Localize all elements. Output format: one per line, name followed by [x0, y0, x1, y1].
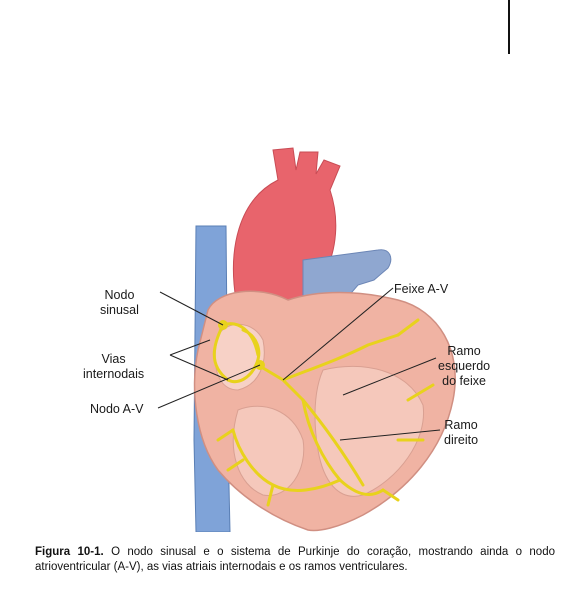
label-vias-internodais: Vias internodais [83, 352, 144, 382]
label-feixe-av: Feixe A-V [394, 282, 448, 297]
label-nodo-sinusal: Nodo sinusal [100, 288, 139, 318]
label-ramo-direito: Ramo direito [444, 418, 478, 448]
heart-figure: Nodo sinusal Vias internodais Nodo A-V F… [78, 140, 528, 532]
heart-illustration [78, 140, 528, 532]
caption-text: O nodo sinusal e o sistema de Purkinje d… [35, 546, 555, 573]
figure-number: Figura 10-1. [35, 546, 104, 558]
label-ramo-esquerdo: Ramo esquerdo do feixe [438, 344, 490, 389]
figure-caption: Figura 10-1. O nodo sinusal e o sistema … [35, 545, 555, 575]
page-edge-line [508, 0, 510, 54]
label-nodo-av: Nodo A-V [90, 402, 144, 417]
